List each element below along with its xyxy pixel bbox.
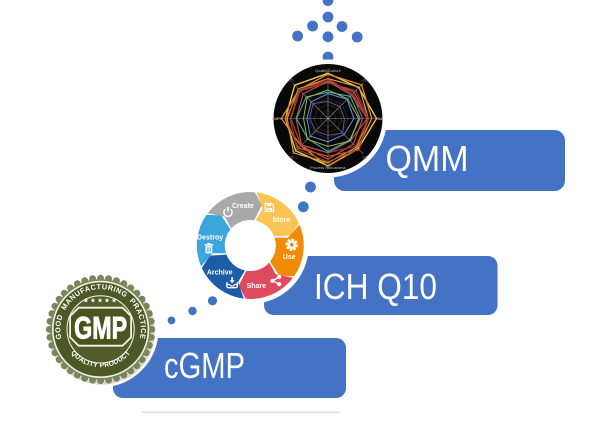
svg-text:0.5: 0.5 (378, 117, 383, 121)
svg-text:0.5: 0.5 (363, 79, 368, 83)
svg-text:Process Robustness: Process Robustness (310, 165, 346, 170)
svg-text:0.5: 0.5 (363, 156, 368, 160)
svg-text:Archive: Archive (207, 269, 233, 276)
svg-text:0.5: 0.5 (289, 79, 294, 83)
svg-text:GMP: GMP (74, 310, 127, 346)
svg-text:0.5: 0.5 (289, 156, 294, 160)
svg-text:QMM: QMM (386, 138, 469, 179)
svg-text:CAPA: CAPA (272, 116, 283, 121)
svg-text:Store: Store (272, 217, 290, 224)
svg-text:Share: Share (247, 283, 267, 290)
svg-text:Quality Culture: Quality Culture (315, 68, 341, 73)
svg-text:0.5: 0.5 (273, 117, 278, 121)
svg-text:★★★★★: ★★★★★ (83, 297, 118, 304)
svg-text:Use: Use (283, 254, 296, 261)
svg-text:cGMP: cGMP (164, 345, 245, 386)
svg-text:Create: Create (232, 203, 254, 210)
svg-text:ICH Q10: ICH Q10 (314, 266, 437, 307)
svg-text:Risk: Risk (375, 116, 383, 121)
svg-text:Destroy: Destroy (197, 235, 223, 242)
